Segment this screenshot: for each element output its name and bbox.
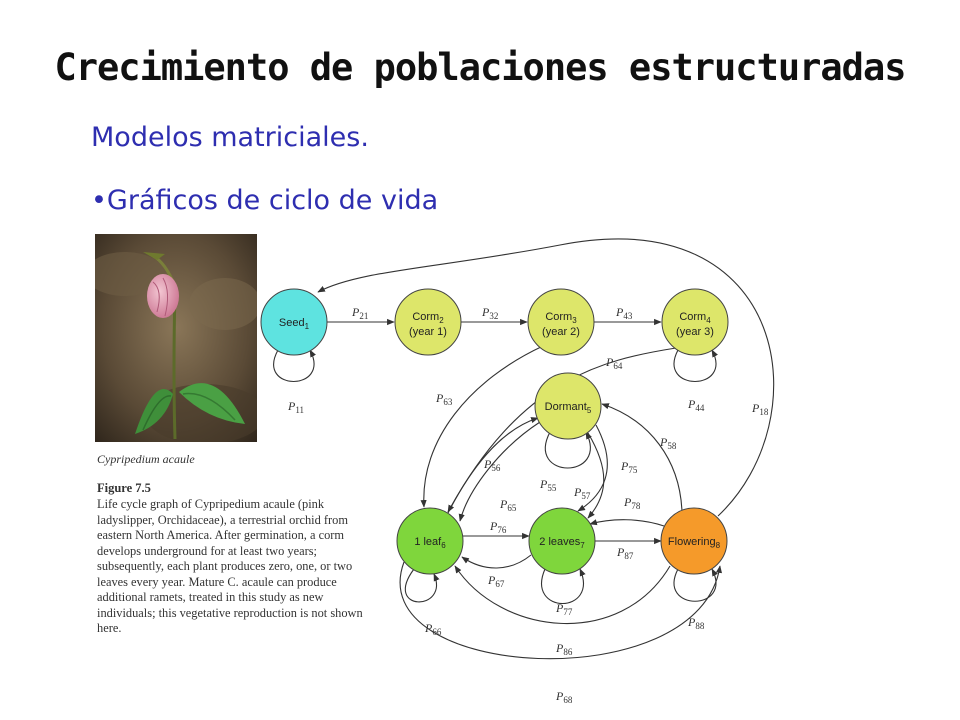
node-circle-leaf1: [396, 507, 464, 575]
edge-p65: [458, 421, 541, 522]
edge-p56: [447, 417, 539, 514]
node-corm4: Corm4(year 3): [661, 288, 729, 356]
node-circle-dormant: [534, 372, 602, 440]
bullet-life-cycle-graphs: •Gráficos de ciclo de vida: [91, 185, 439, 216]
edge-label-p78: P78: [623, 495, 641, 511]
edge-label-p86: P86: [555, 641, 573, 657]
edge-label-p64: P64: [605, 355, 623, 371]
edge-p86: [454, 565, 671, 624]
node-circle-seed: [260, 288, 328, 356]
edge-p58: [601, 403, 683, 513]
edge-p68: [399, 561, 723, 660]
slide-subtitle: Modelos matriciales.: [91, 122, 369, 153]
node-label-dormant: Dormant5: [545, 401, 592, 415]
edge-label-p11: P11: [287, 399, 304, 415]
figure-number: Figure 7.5: [97, 481, 151, 495]
node-circle-corm4: [661, 288, 729, 356]
edge-label-p88: P88: [687, 615, 705, 631]
node-sublabel-corm4: (year 3): [676, 326, 714, 338]
edge-label-p32: P32: [481, 305, 498, 321]
edge-label-p76: P76: [489, 519, 507, 535]
edge-p66: [405, 568, 440, 603]
node-sublabel-corm3: (year 2): [542, 326, 580, 338]
node-label-seed: Seed1: [279, 317, 310, 331]
edge-label-p56: P56: [483, 457, 501, 473]
edge-label-p18: P18: [751, 401, 769, 417]
edge-label-p43: P43: [615, 305, 633, 321]
node-circle-corm2: [394, 288, 462, 356]
edge-label-p67: P67: [487, 573, 505, 589]
figure-description: Life cycle graph of Cypripedium acaule (…: [97, 497, 363, 635]
node-label-leaves2: 2 leaves7: [539, 536, 585, 550]
edge-p18: [317, 238, 775, 517]
edge-label-p66: P66: [424, 621, 442, 637]
node-label-leaf1: 1 leaf6: [414, 536, 446, 550]
node-circle-leaves2: [528, 507, 596, 575]
edge-p57: [577, 424, 608, 512]
edge-p77: [541, 568, 586, 605]
slide-title: Crecimiento de poblaciones estructuradas: [54, 46, 906, 89]
edge-label-p55: P55: [539, 477, 557, 493]
edge-label-p44: P44: [687, 397, 705, 413]
edge-p44: [673, 349, 718, 383]
orchid-photo-art: [95, 234, 257, 442]
node-leaf1: 1 leaf6: [396, 507, 464, 575]
edge-p67: [461, 554, 532, 569]
edge-label-p58: P58: [659, 435, 677, 451]
node-circle-flowering: [660, 507, 728, 575]
edge-p63: [420, 345, 544, 508]
edge-label-p68: P68: [555, 689, 573, 705]
node-circle-corm3: [527, 288, 595, 356]
node-sublabel-corm2: (year 1): [409, 326, 447, 338]
edge-label-p87: P87: [616, 545, 634, 561]
node-label-corm4: Corm4: [679, 311, 711, 325]
node-corm2: Corm2(year 1): [394, 288, 462, 356]
edge-p75: [587, 432, 605, 519]
figure-caption: Cypripedium acaule Figure 7.5 Life cycle…: [97, 452, 369, 637]
edge-p11: [273, 349, 316, 383]
edge-label-p57: P57: [573, 485, 591, 501]
node-leaves2: 2 leaves7: [528, 507, 596, 575]
node-corm3: Corm3(year 2): [527, 288, 595, 356]
node-label-corm2: Corm2: [412, 311, 444, 325]
node-flowering: Flowering8: [660, 507, 728, 575]
species-name: Cypripedium acaule: [97, 452, 195, 466]
edge-p55: [544, 431, 592, 469]
node-label-flowering: Flowering8: [668, 536, 721, 550]
edge-p78: [589, 519, 665, 527]
edge-label-p75: P75: [620, 459, 638, 475]
edge-label-p65: P65: [499, 497, 517, 513]
edge-label-p21: P21: [351, 305, 368, 321]
node-dormant: Dormant5: [534, 372, 602, 440]
node-seed: Seed1: [260, 288, 328, 356]
orchid-photo: [95, 234, 257, 442]
edge-label-p63: P63: [435, 391, 453, 407]
node-label-corm3: Corm3: [545, 311, 577, 325]
